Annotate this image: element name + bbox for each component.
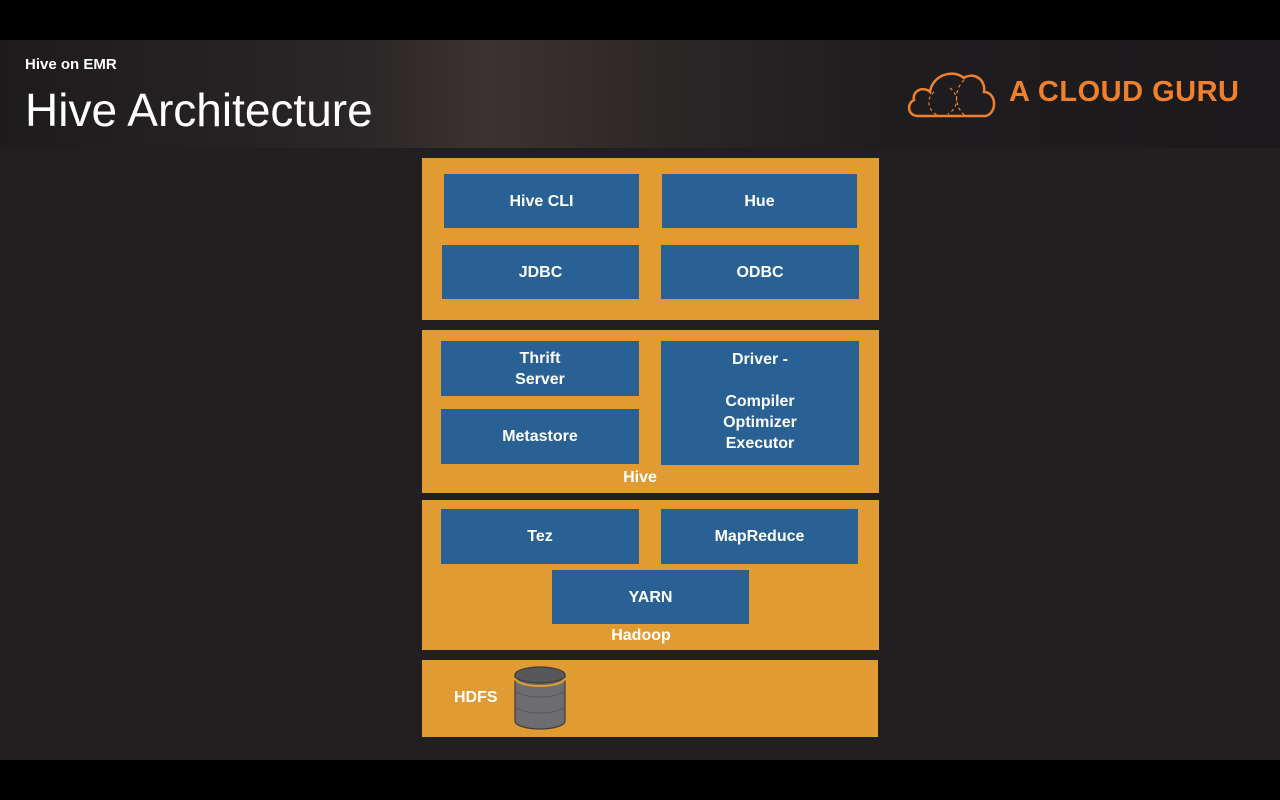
yarn-box: YARN (552, 570, 749, 624)
metastore-label: Metastore (502, 428, 578, 445)
section-subtitle: Hive on EMR (25, 56, 117, 73)
brand-name: A CLOUD GURU (1009, 76, 1240, 108)
hadoop-layer-label: Hadoop (611, 627, 671, 644)
clients-layer: Hive CLI Hue JDBC ODBC (422, 158, 879, 320)
hue-label: Hue (744, 192, 775, 210)
jdbc-label: JDBC (518, 263, 563, 281)
hdfs-layer: HDFS (422, 660, 878, 737)
driver-box: Driver - Compiler Optimizer Executor (661, 341, 859, 465)
slide-title: Hive Architecture (25, 84, 373, 136)
slide: Hive on EMR Hive Architecture A CLOUD GU… (0, 40, 1280, 760)
brand-logo: A CLOUD GURU (904, 66, 1249, 126)
hive-layer-label: Hive (623, 469, 657, 486)
tez-label: Tez (527, 528, 553, 545)
hue-box: Hue (662, 174, 857, 228)
hive-cli-box: Hive CLI (444, 174, 639, 228)
hive-layer: Thrift Server Metastore Driver - Compile… (422, 330, 879, 493)
metastore-box: Metastore (441, 409, 639, 464)
thrift-server-label: Thrift Server (515, 349, 565, 388)
odbc-box: ODBC (661, 245, 859, 299)
mapreduce-box: MapReduce (661, 509, 858, 564)
driver-label: Driver - Compiler Optimizer Executor (723, 351, 797, 452)
database-icon (514, 666, 566, 730)
jdbc-box: JDBC (442, 245, 639, 299)
tez-box: Tez (441, 509, 639, 564)
cloud-icon (907, 72, 996, 118)
slide-header: Hive on EMR Hive Architecture A CLOUD GU… (0, 40, 1280, 148)
thrift-server-box: Thrift Server (441, 341, 639, 396)
yarn-label: YARN (628, 588, 673, 606)
mapreduce-label: MapReduce (714, 528, 805, 545)
odbc-label: ODBC (736, 263, 784, 281)
hive-cli-label: Hive CLI (509, 192, 574, 210)
hadoop-layer: Tez MapReduce YARN Hadoop (422, 500, 879, 650)
hdfs-label: HDFS (454, 689, 498, 706)
